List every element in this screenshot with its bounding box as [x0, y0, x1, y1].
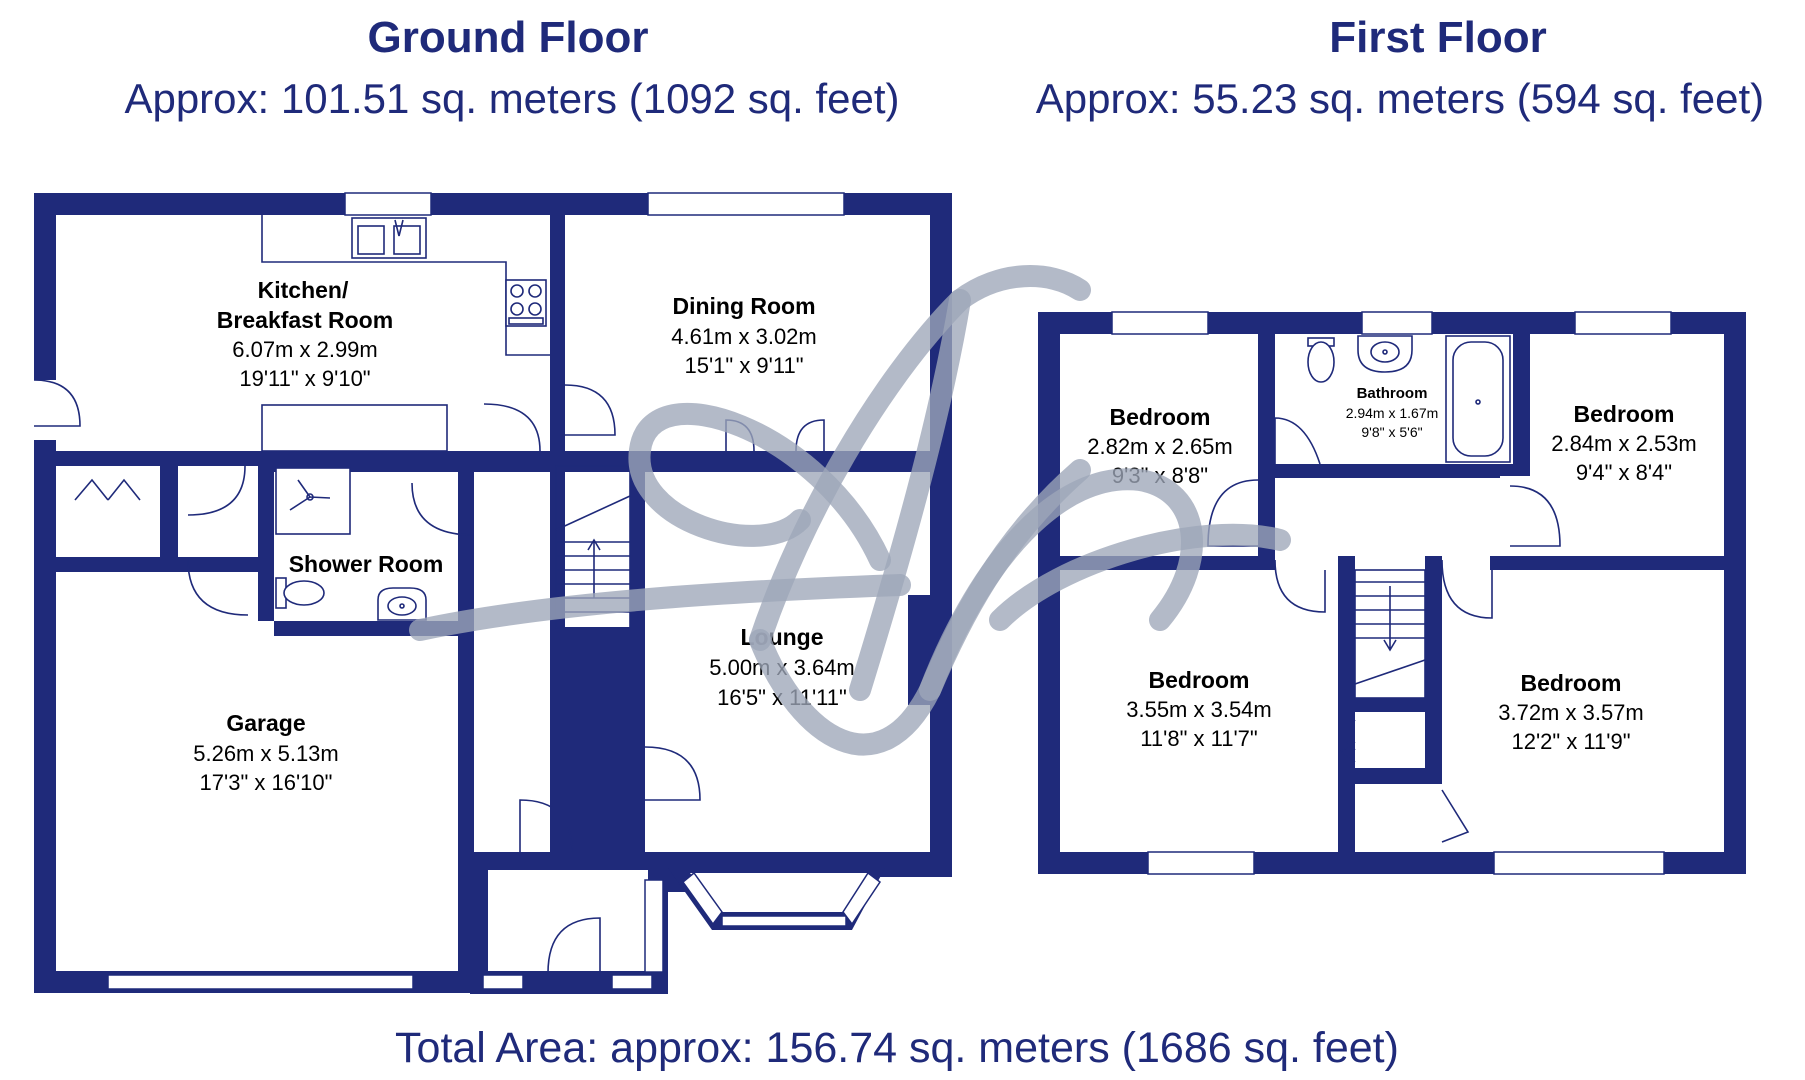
ground-floor-area: Approx: 101.51 sq. meters (1092 sq. feet… — [124, 75, 899, 122]
first-floor-title: First Floor — [1329, 13, 1547, 62]
toilet-icon — [1307, 337, 1335, 383]
basin-icon — [377, 587, 427, 621]
bedroom-bl-imperial: 11'8" x 11'7" — [1140, 726, 1257, 751]
bedroom-bl-metric: 3.55m x 3.54m — [1126, 697, 1272, 722]
total-area: Total Area: approx: 156.74 sq. meters (1… — [395, 1024, 1399, 1072]
sink-icon — [351, 217, 427, 259]
garage-metric: 5.26m x 5.13m — [193, 741, 339, 766]
bedroom-tr-metric: 2.84m x 2.53m — [1551, 431, 1697, 456]
hall-floor — [474, 472, 550, 852]
hob-icon — [505, 279, 547, 327]
bedroom-tl-name: Bedroom — [1110, 404, 1211, 430]
garage-name: Garage — [226, 710, 305, 736]
shower-room-name: Shower Room — [289, 551, 444, 577]
ground-floor-title: Ground Floor — [367, 13, 648, 62]
kitchen-floor — [56, 215, 550, 451]
bedroom-bl-floor — [1060, 570, 1338, 852]
garage-floor — [56, 572, 458, 971]
stairs-icon — [555, 465, 631, 629]
ground-floor-plan: Kitchen/ Breakfast Room 6.07m x 2.99m 19… — [33, 192, 952, 994]
dining-metric: 4.61m x 3.02m — [671, 324, 817, 349]
bedroom-bl-name: Bedroom — [1149, 667, 1250, 693]
door-swing-icon — [1207, 417, 1561, 843]
first-floor-plan: Bedroom 2.82m x 2.65m 9'3" x 8'8" Bathro… — [1038, 311, 1746, 875]
bedroom-br-floor — [1442, 570, 1724, 852]
landing-floor — [1275, 476, 1530, 570]
bathroom-imperial: 9'8" x 5'6" — [1361, 424, 1422, 440]
kitchen-imperial: 19'11" x 9'10" — [239, 366, 370, 391]
dining-imperial: 15'1" x 9'11" — [684, 353, 803, 378]
bedroom-tl-metric: 2.82m x 2.65m — [1087, 434, 1233, 459]
bedroom-tr-imperial: 9'4" x 8'4" — [1576, 460, 1672, 485]
basin-icon — [1357, 335, 1413, 373]
garage-imperial: 17'3" x 16'10" — [200, 770, 333, 795]
kitchen-name-line1: Kitchen/ — [258, 277, 349, 303]
bathroom-metric: 2.94m x 1.67m — [1346, 405, 1439, 421]
bedroom-br-imperial: 12'2" x 11'9" — [1511, 729, 1630, 754]
first-floor-area: Approx: 55.23 sq. meters (594 sq. feet) — [1036, 75, 1764, 122]
kitchen-metric: 6.07m x 2.99m — [232, 337, 378, 362]
bedroom-tr-floor — [1530, 334, 1724, 544]
kitchen-name-line2: Breakfast Room — [217, 307, 393, 333]
stairs-icon — [1354, 569, 1426, 699]
bath-icon — [1445, 335, 1511, 463]
dining-name: Dining Room — [672, 293, 815, 319]
porch-floor — [488, 870, 648, 971]
bedroom-br-name: Bedroom — [1521, 670, 1622, 696]
shower-tray-icon — [275, 467, 351, 535]
logo-watermark-icon — [409, 265, 1291, 756]
bedroom-br-metric: 3.72m x 3.57m — [1498, 700, 1644, 725]
bedroom-tl-floor — [1060, 334, 1258, 556]
toilet-icon — [275, 577, 325, 609]
bathroom-name: Bathroom — [1357, 385, 1428, 402]
bedroom-tr-name: Bedroom — [1574, 401, 1675, 427]
